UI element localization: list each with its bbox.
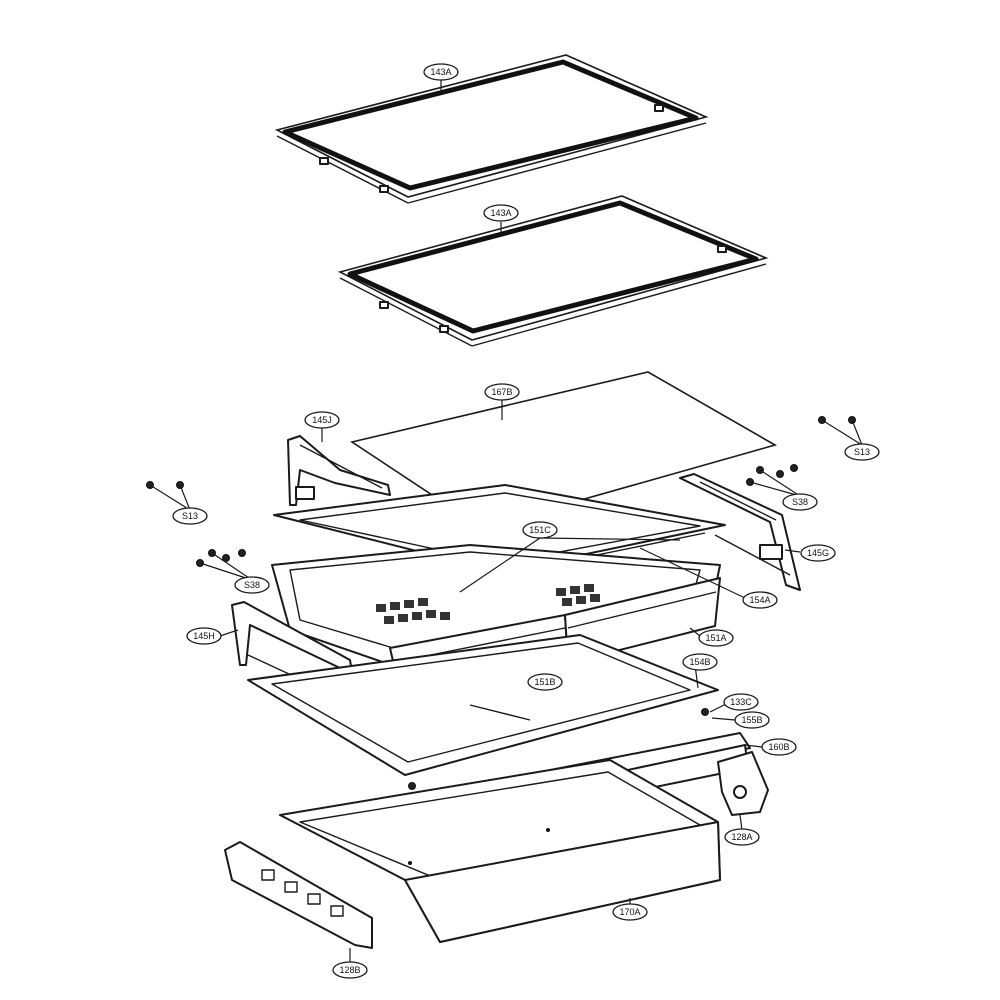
- callout-128a: 128A: [724, 828, 760, 846]
- divider-frame: [247, 634, 719, 776]
- svg-text:160B: 160B: [768, 742, 789, 752]
- svg-text:128A: 128A: [731, 832, 752, 842]
- rail-left-top: [287, 435, 391, 506]
- svg-text:167B: 167B: [491, 387, 512, 397]
- svg-text:145H: 145H: [193, 631, 215, 641]
- callout-170a: 170A: [612, 903, 648, 921]
- svg-text:128B: 128B: [339, 965, 360, 975]
- svg-text:143A: 143A: [490, 208, 511, 218]
- svg-text:145G: 145G: [807, 548, 829, 558]
- svg-text:S13: S13: [182, 511, 198, 521]
- svg-text:151C: 151C: [529, 525, 551, 535]
- svg-text:154B: 154B: [689, 657, 710, 667]
- svg-text:170A: 170A: [619, 907, 640, 917]
- callout-glass-cover: 167B: [484, 383, 520, 401]
- callout-screws-left-top: S13: [172, 507, 208, 525]
- callout-screws-right-bottom: S38: [782, 493, 818, 511]
- callout-160b: 160B: [761, 738, 797, 756]
- bracket-right: [717, 751, 769, 816]
- callout-rail-left-bottom: 145H: [186, 627, 222, 645]
- svg-text:155B: 155B: [741, 715, 762, 725]
- callout-shelf-top: 143A: [423, 63, 459, 81]
- callout-rail-left-top: 145J: [304, 411, 340, 429]
- vent-grid-right: [556, 584, 600, 606]
- callout-128b: 128B: [332, 961, 368, 979]
- svg-text:154A: 154A: [749, 595, 770, 605]
- callout-shelf-mid: 143A: [483, 204, 519, 222]
- callout-133c: 133C: [723, 693, 759, 711]
- callout-screws-right-top: S13: [844, 443, 880, 461]
- callout-151b: 151B: [527, 673, 563, 691]
- rail-right: [679, 473, 801, 591]
- callout-155b: 155B: [734, 711, 770, 729]
- svg-text:133C: 133C: [730, 697, 752, 707]
- vent-grid-left: [376, 598, 450, 624]
- screw-icon: [146, 416, 856, 790]
- svg-text:151A: 151A: [705, 633, 726, 643]
- svg-text:143A: 143A: [430, 67, 451, 77]
- bracket-left: [224, 841, 373, 949]
- svg-text:145J: 145J: [312, 415, 332, 425]
- callout-rail-right: 145G: [800, 544, 836, 562]
- svg-text:S38: S38: [792, 497, 808, 507]
- svg-text:151B: 151B: [534, 677, 555, 687]
- shelf-frame-top: [274, 54, 709, 204]
- callout-151a: 151A: [698, 629, 734, 647]
- shelf-frame-middle: [337, 195, 769, 347]
- bottom-tray: [279, 759, 721, 943]
- svg-text:S13: S13: [854, 447, 870, 457]
- callout-154b: 154B: [682, 653, 718, 671]
- callout-screws-left-bottom: S38: [234, 576, 270, 594]
- callout-151c: 151C: [522, 521, 558, 539]
- callout-154a: 154A: [742, 591, 778, 609]
- leader-lines: [149, 80, 863, 968]
- svg-text:S38: S38: [244, 580, 260, 590]
